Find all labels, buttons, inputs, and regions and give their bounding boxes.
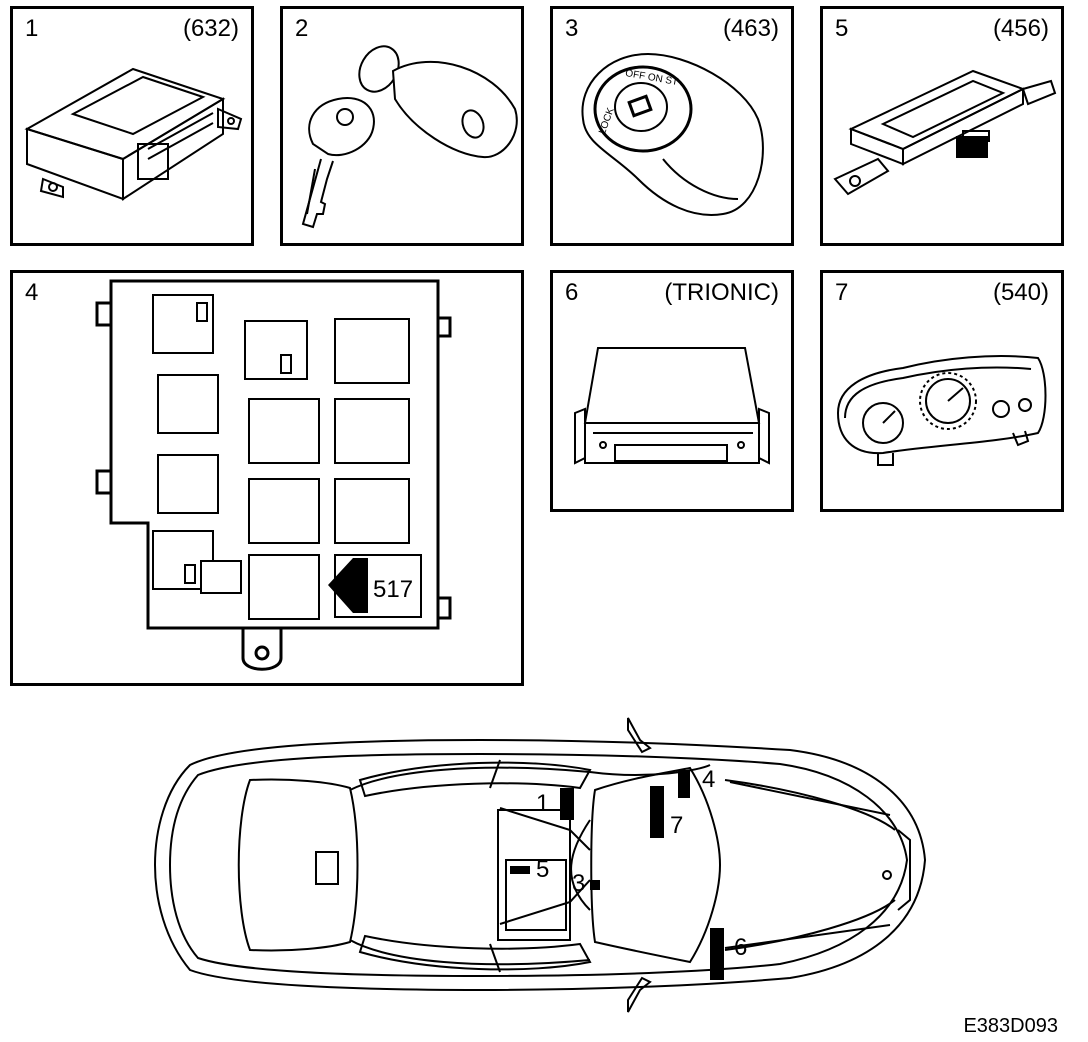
car-top-view: 1 5 3 7 4 6 [150, 710, 940, 1030]
panel-3-ignition-switch: 3 (463) OFF ON ST LOCK [550, 6, 794, 246]
key-fob-icon [301, 45, 518, 229]
panel-code: (456) [992, 15, 1049, 42]
instrument-cluster-icon [836, 355, 1047, 466]
panel-4-relay-box: 4 [10, 270, 524, 686]
car-marker-1: 1 [536, 790, 550, 817]
panel-code: (632) [182, 15, 239, 42]
panel-number: 2 [295, 15, 309, 42]
car-marker-4: 4 [702, 766, 716, 793]
panel-6-trionic-ecu: 6 (TRIONIC) [550, 270, 794, 512]
panel-code: (463) [722, 15, 779, 42]
panel-number: 4 [25, 279, 39, 306]
panel-1-control-module: 1 (632) [10, 6, 254, 246]
panel-number: 1 [25, 15, 39, 42]
antenna-module-icon [833, 69, 1057, 196]
car-top-view-icon [153, 717, 927, 1013]
panel-number: 3 [565, 15, 579, 42]
figure-code: E383D093 [963, 1015, 1058, 1037]
car-marker-5: 5 [536, 856, 550, 883]
car-marker-7: 7 [670, 812, 684, 839]
panel-number: 5 [835, 15, 849, 42]
relay-box-icon: 517 [95, 279, 452, 671]
car-marker-3: 3 [572, 870, 586, 897]
control-module-icon [24, 67, 243, 201]
ignition-switch-icon: OFF ON ST LOCK [581, 52, 764, 216]
panel-2-key: 2 [280, 6, 524, 246]
panel-code: (TRIONIC) [664, 279, 779, 306]
panel-5-antenna-module: 5 (456) [820, 6, 1064, 246]
panel-7-instrument-cluster: 7 (540) [820, 270, 1064, 512]
panel-code: (540) [992, 279, 1049, 306]
panel-number: 6 [565, 279, 579, 306]
callout-arrow [328, 558, 368, 613]
relay-callout-label: 517 [373, 576, 413, 603]
panel-number: 7 [835, 279, 849, 306]
car-marker-6: 6 [734, 934, 748, 961]
engine-control-unit-icon [574, 347, 770, 465]
